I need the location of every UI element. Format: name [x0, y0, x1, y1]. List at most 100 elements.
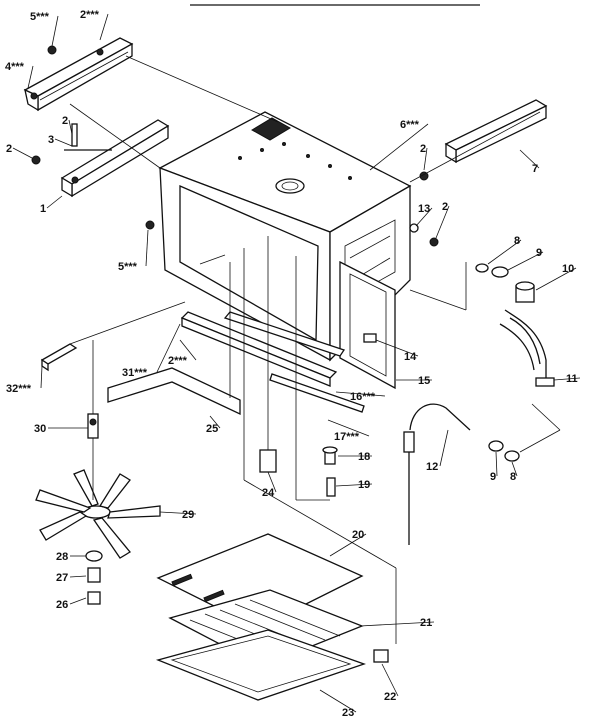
label-leader-p10 [535, 267, 577, 291]
side-panel-15 [339, 260, 396, 390]
right-top-rail [444, 99, 548, 164]
label-leader-p13 [415, 207, 433, 227]
label-leader-p9-a [507, 251, 544, 271]
part-label-p5-mid: 5*** [118, 261, 138, 273]
part-label-p2-d: 2 [442, 201, 448, 213]
washer-28 [85, 550, 103, 562]
part-label-p7: 7 [532, 163, 538, 175]
sensor-probe-12 [403, 403, 471, 545]
label-leader-p5-mid [145, 229, 149, 267]
label-leader-p27 [69, 575, 87, 578]
screw-5-mid [145, 220, 155, 230]
label-leader-p14 [375, 339, 419, 357]
label-leader-p2-c [423, 147, 428, 171]
oven-cavity-body [158, 111, 412, 362]
label-leader-p4 [27, 65, 34, 89]
label-leader-p32 [40, 365, 43, 389]
screw-2-right [429, 237, 439, 247]
fan-blade-29 [35, 469, 161, 559]
part-label-p2-b: 2 [6, 143, 12, 155]
label-leader-p20 [329, 533, 367, 557]
part-label-p18: 18 [358, 451, 370, 463]
fan-motor-shaft-30 [87, 413, 99, 439]
label-leader-p2-top [99, 13, 109, 41]
part-label-p26: 26 [56, 599, 68, 611]
label-leader-p8-a [487, 239, 522, 265]
part-label-p9-a: 9 [536, 247, 542, 259]
clip-22 [373, 649, 389, 663]
part-label-p31: 31*** [122, 367, 148, 379]
washer-8-bottom [504, 450, 520, 462]
part-label-p4: 4*** [5, 61, 25, 73]
label-leader-p8-b [511, 461, 518, 477]
spacer-27 [87, 567, 101, 583]
part-label-p2-e: 2*** [168, 355, 188, 367]
part-label-p30: 30 [34, 423, 46, 435]
part-label-p32: 32*** [6, 383, 32, 395]
part-label-p3: 3 [48, 134, 54, 146]
nut-9-bottom [488, 440, 504, 452]
part-label-p23: 23 [342, 707, 354, 719]
label-leader-p11 [553, 377, 581, 381]
knob-18 [322, 446, 338, 465]
broiler-pan-23 [155, 629, 366, 701]
left-side-rail [60, 119, 170, 198]
bracket-32 [40, 343, 78, 372]
part-label-p25: 25 [206, 423, 218, 435]
part-label-p24: 24 [262, 487, 275, 499]
nut-26 [87, 591, 101, 605]
part-label-p21: 21 [420, 617, 432, 629]
part-label-p12: 12 [426, 461, 438, 473]
leader-lines [69, 55, 561, 644]
label-leader-p2-d [435, 205, 450, 239]
label-leader-p21 [359, 621, 435, 627]
part-label-p11: 11 [566, 373, 578, 385]
part-label-p28: 28 [56, 551, 68, 563]
bottom-bracket-strip [180, 311, 346, 387]
label-leader-p2-e [179, 339, 197, 361]
screw-2-left [31, 155, 41, 165]
part-label-p20: 20 [352, 529, 364, 541]
thermostat-10 [515, 281, 535, 303]
heat-shield-25 [107, 367, 241, 416]
label-leader-p24 [267, 471, 277, 493]
bracket-24 [259, 449, 277, 473]
part-label-p14: 14 [404, 351, 417, 363]
label-leader-p23 [319, 689, 357, 713]
part-label-p16: 16*** [350, 391, 376, 403]
part-label-p2-a: 2 [62, 115, 68, 127]
washer-8-top [475, 263, 489, 273]
label-leader-p9-b [495, 451, 498, 477]
label-leader-p16 [335, 391, 386, 397]
label-leader-p5-top [51, 15, 59, 47]
label-leader-p26 [69, 597, 87, 605]
part-label-p10: 10 [562, 263, 574, 275]
label-leader-p2-a [68, 119, 73, 135]
top-left-rail [23, 37, 134, 112]
label-leader-p3 [54, 138, 73, 147]
part-label-p15: 15 [418, 375, 430, 387]
label-leader-p29 [159, 511, 197, 515]
label-leader-p12 [439, 429, 449, 467]
part-label-p17: 17*** [334, 431, 360, 443]
bracket-3 [64, 123, 112, 151]
part-label-p8-b: 8 [510, 471, 516, 483]
rear-rail-17 [269, 373, 365, 413]
label-leader-p1 [46, 195, 63, 209]
part-label-p2-top: 2*** [80, 9, 100, 21]
part-label-p8-a: 8 [514, 235, 520, 247]
part-label-p13: 13 [418, 203, 430, 215]
part-label-p19: 19 [358, 479, 370, 491]
label-leader-p17 [327, 419, 370, 437]
part-label-p6: 6*** [400, 119, 420, 131]
part-label-p5-top: 5*** [30, 11, 50, 23]
part-label-p22: 22 [384, 691, 396, 703]
screw-2-right-top [419, 171, 429, 181]
label-leader-p31 [156, 323, 181, 373]
wire-harness-11 [499, 309, 555, 387]
label-leader-p25 [209, 415, 221, 429]
label-leader-p6 [369, 123, 429, 171]
part-label-p1: 1 [40, 203, 46, 215]
